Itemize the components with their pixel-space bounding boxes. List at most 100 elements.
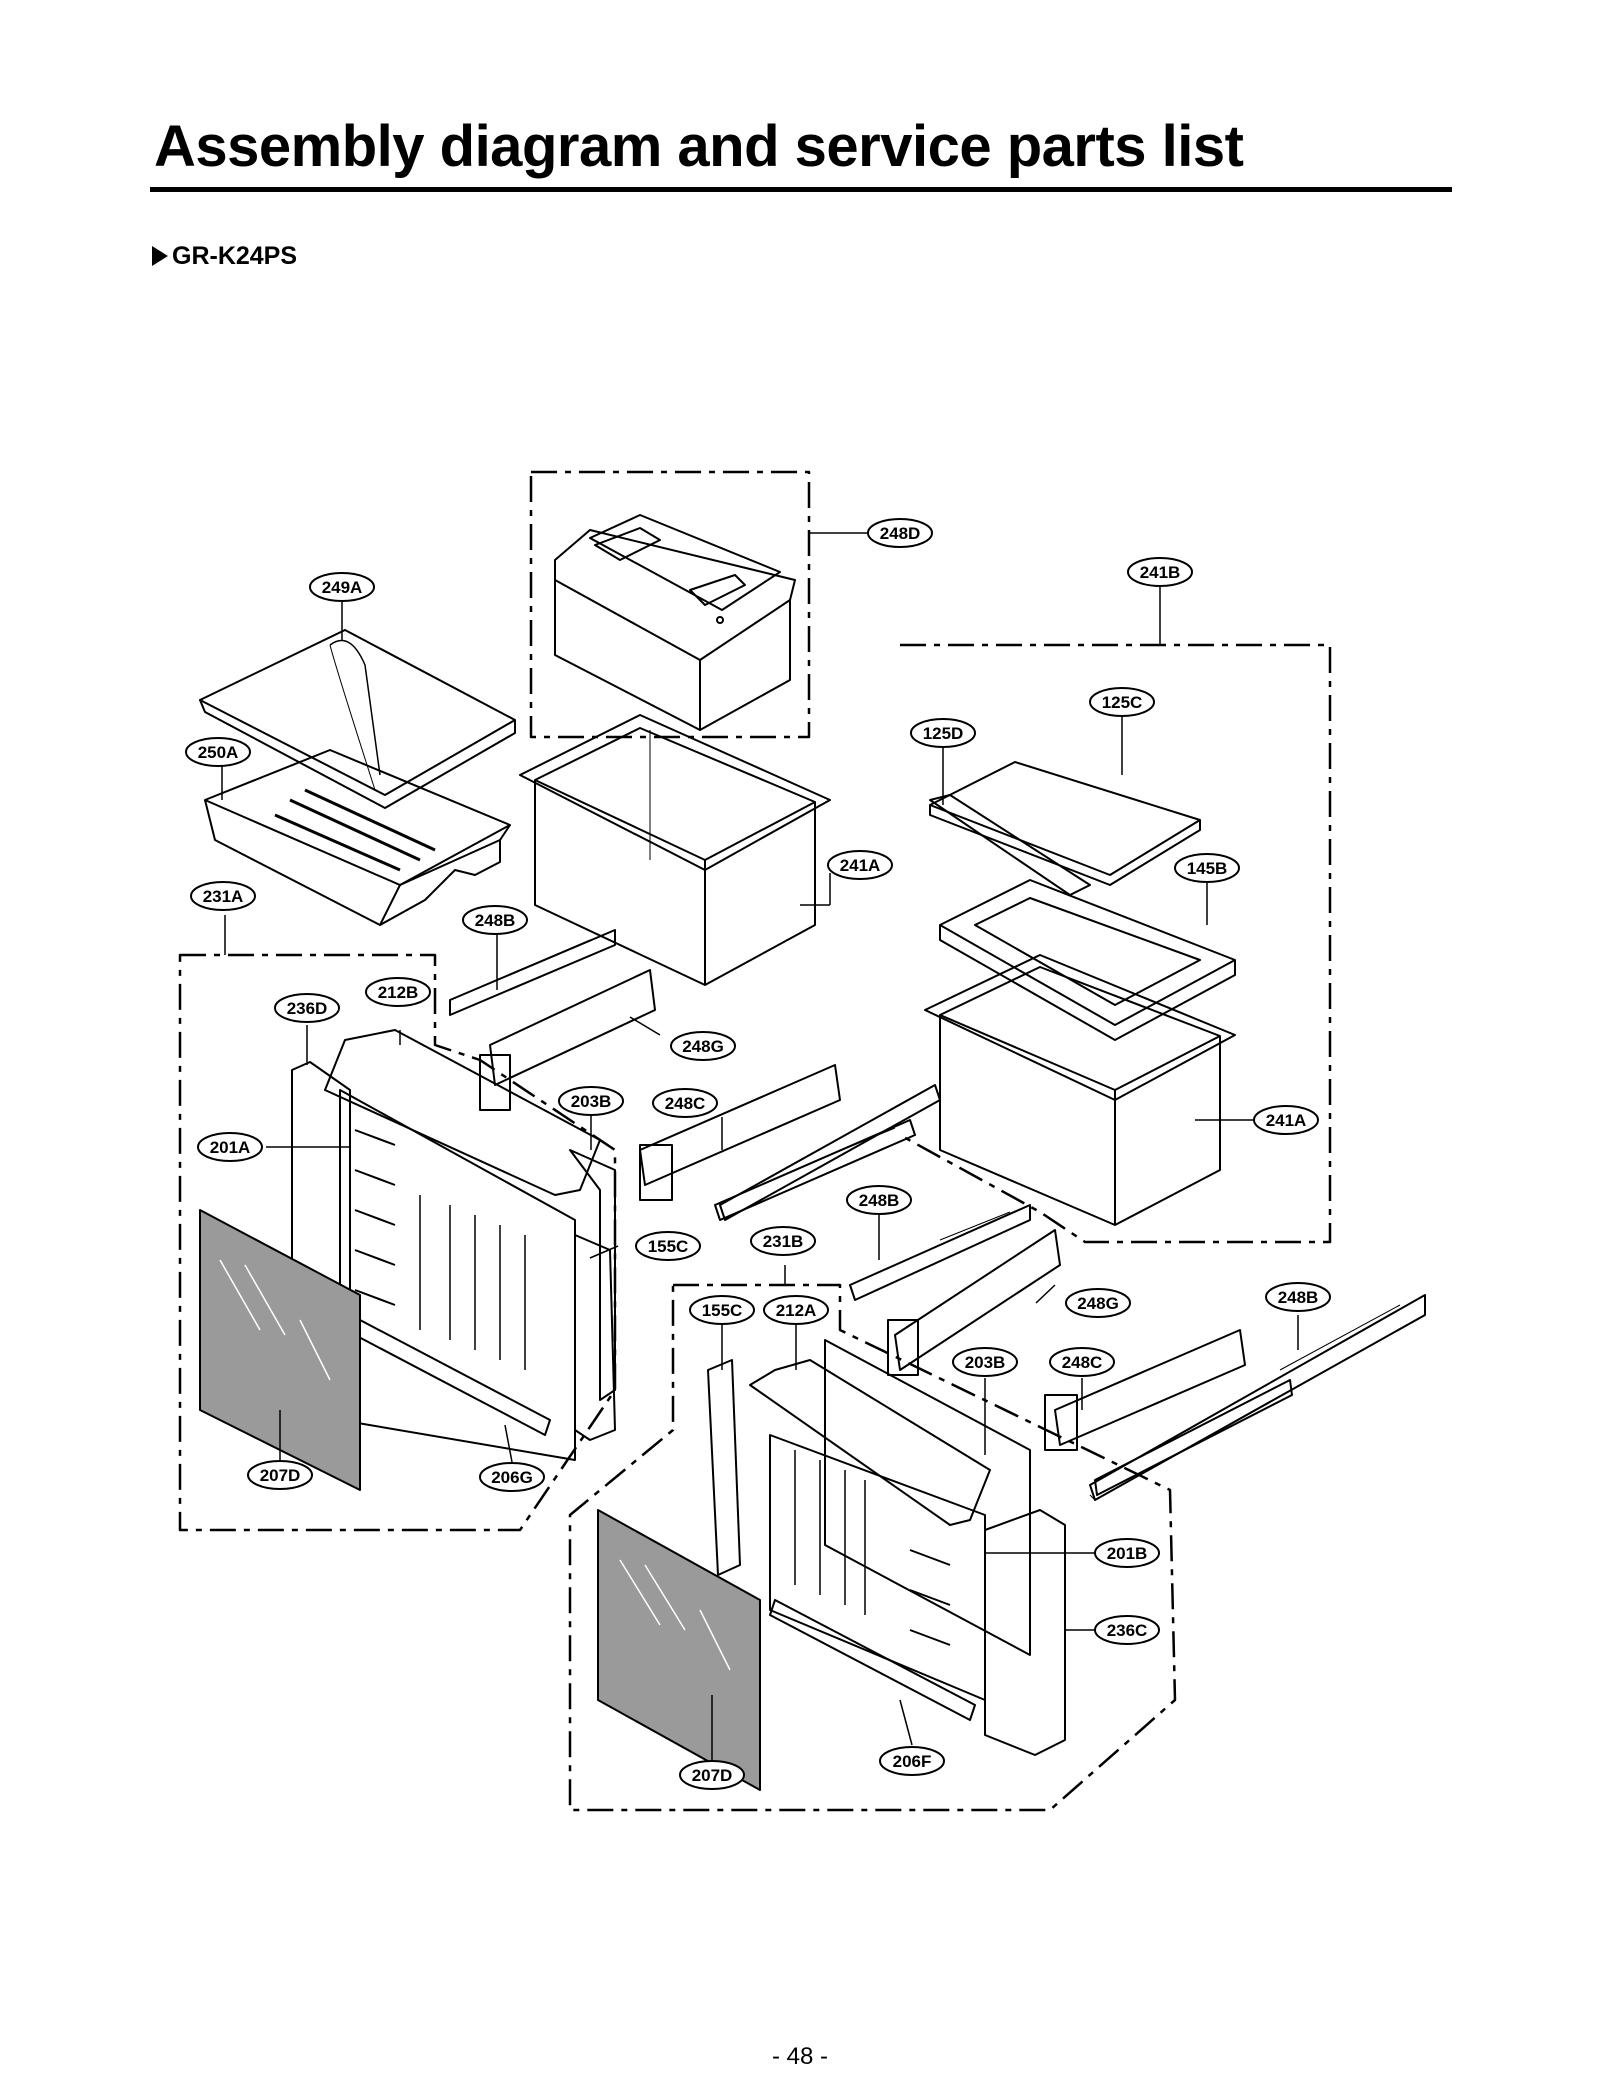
callout-207D-left: 207D bbox=[247, 1460, 313, 1490]
callout-label: 125C bbox=[1102, 693, 1143, 712]
callout-label: 207D bbox=[692, 1766, 733, 1785]
part-207D-glass-left bbox=[199, 1209, 361, 1491]
callout-label: 248C bbox=[665, 1094, 706, 1113]
callout-label: 250A bbox=[198, 743, 239, 762]
part-248B-rail-lower bbox=[849, 1204, 1031, 1301]
callout-label: 248B bbox=[859, 1191, 900, 1210]
callout-145B: 145B bbox=[1174, 853, 1240, 883]
callout-label: 248G bbox=[682, 1037, 724, 1056]
model-heading: GR-K24PS bbox=[152, 241, 297, 271]
part-155C-side-left bbox=[574, 1234, 616, 1441]
part-241A-right-bin bbox=[924, 954, 1236, 1226]
callout-241A-right: 241A bbox=[1253, 1105, 1319, 1135]
callout-label: 236C bbox=[1107, 1621, 1148, 1640]
part-248B-rail-lower-left bbox=[1094, 1379, 1293, 1496]
callout-212B: 212B bbox=[365, 977, 431, 1007]
callout-label: 203B bbox=[965, 1353, 1006, 1372]
callout-label: 201A bbox=[210, 1138, 251, 1157]
callout-label: 145B bbox=[1187, 859, 1228, 878]
callout-248C-upper: 248C bbox=[652, 1088, 718, 1118]
callout-155C-right: 155C bbox=[689, 1295, 755, 1325]
part-250A-tray bbox=[204, 749, 511, 926]
callout-label: 203B bbox=[571, 1092, 612, 1111]
callout-label: 248G bbox=[1077, 1294, 1119, 1313]
callout-155C-left: 155C bbox=[635, 1231, 701, 1261]
callout-label: 125D bbox=[923, 724, 964, 743]
group-box-248D bbox=[529, 470, 811, 739]
callout-label: 241B bbox=[1140, 563, 1181, 582]
callout-231A: 231A bbox=[190, 881, 256, 911]
callout-201B: 201B bbox=[1094, 1538, 1160, 1568]
callout-label: 155C bbox=[702, 1301, 743, 1320]
group-box-231B bbox=[568, 1283, 1177, 1812]
callout-label: 206G bbox=[491, 1468, 533, 1487]
callout-label: 207D bbox=[260, 1466, 301, 1485]
callout-label: 212A bbox=[776, 1301, 817, 1320]
part-206G-bottom-trim bbox=[354, 1319, 551, 1436]
callout-label: 212B bbox=[378, 983, 419, 1002]
part-125D-bar bbox=[929, 794, 1091, 896]
callout-label: 241A bbox=[1266, 1111, 1307, 1130]
callout-label: 206F bbox=[893, 1752, 932, 1771]
callout-248B-upper: 248B bbox=[462, 905, 528, 935]
callout-203B-left: 203B bbox=[558, 1086, 624, 1116]
callout-201A: 201A bbox=[197, 1132, 263, 1162]
callout-212A: 212A bbox=[763, 1295, 829, 1325]
part-203B-gasket-right bbox=[824, 1339, 1031, 1656]
callout-label: 248B bbox=[475, 911, 516, 930]
callout-236C: 236C bbox=[1094, 1615, 1160, 1645]
callouts: 248D 241B 249A 125C 125D 250A 145B 241A … bbox=[185, 518, 1331, 1790]
callout-248G-upper: 248G bbox=[670, 1031, 736, 1061]
page-title: Assembly diagram and service parts list bbox=[154, 114, 1244, 179]
callout-241A-center: 241A bbox=[827, 850, 893, 880]
part-201B-door-liner bbox=[769, 1434, 986, 1701]
callout-label: 155C bbox=[648, 1237, 689, 1256]
callout-248G-lower: 248G bbox=[1065, 1288, 1131, 1318]
callout-label: 248C bbox=[1062, 1353, 1103, 1372]
callout-label: 201B bbox=[1107, 1544, 1148, 1563]
title-rule bbox=[150, 187, 1452, 192]
part-241A-center-bin bbox=[519, 714, 831, 986]
callout-248C-lower: 248C bbox=[1049, 1347, 1115, 1377]
part-248C-bracket-left bbox=[639, 1064, 841, 1201]
callout-125C: 125C bbox=[1089, 687, 1155, 717]
part-236C-side-panel bbox=[984, 1509, 1066, 1756]
part-248G-bracket-left bbox=[479, 969, 656, 1111]
callout-label: 241A bbox=[840, 856, 881, 875]
callout-236D: 236D bbox=[274, 993, 340, 1023]
page-number: - 48 - bbox=[771, 2043, 828, 2070]
callout-125D: 125D bbox=[910, 718, 976, 748]
part-155C-side-right bbox=[707, 1359, 741, 1576]
part-125C-shelf bbox=[929, 761, 1201, 886]
callout-label: 231B bbox=[763, 1232, 804, 1251]
part-203B-gasket-left bbox=[569, 1149, 616, 1401]
callout-248B-center: 248B bbox=[846, 1185, 912, 1215]
callout-206F: 206F bbox=[879, 1746, 945, 1776]
part-249A-cover bbox=[199, 629, 516, 809]
group-box-241B bbox=[899, 643, 1332, 1244]
callout-label: 249A bbox=[322, 578, 363, 597]
part-248B-rail-upper-left bbox=[449, 929, 616, 1016]
callout-203B-right: 203B bbox=[952, 1347, 1018, 1377]
callout-249A: 249A bbox=[309, 572, 375, 602]
callout-207D-right: 207D bbox=[679, 1760, 745, 1790]
part-248B-rail-right bbox=[1089, 1294, 1426, 1501]
callout-248B-right: 248B bbox=[1265, 1282, 1331, 1312]
part-206F-bottom-trim bbox=[769, 1599, 976, 1721]
callout-label: 248D bbox=[880, 524, 921, 543]
part-212B-door-cap bbox=[324, 1029, 601, 1196]
callout-248D: 248D bbox=[867, 518, 933, 548]
part-248G-bracket-right bbox=[887, 1229, 1061, 1376]
callout-231B: 231B bbox=[750, 1226, 816, 1256]
part-248B-rail-center bbox=[714, 1119, 916, 1221]
model-label: GR-K24PS bbox=[172, 242, 298, 270]
callout-label: 236D bbox=[287, 999, 328, 1018]
group-box-231A bbox=[178, 953, 617, 1532]
leader-lines bbox=[221, 532, 1299, 1760]
callout-241B: 241B bbox=[1127, 557, 1193, 587]
callout-label: 248B bbox=[1278, 1288, 1319, 1307]
callout-206G: 206G bbox=[479, 1462, 545, 1492]
part-207D-glass-right bbox=[597, 1509, 761, 1791]
part-201A-door-liner bbox=[339, 1089, 576, 1461]
